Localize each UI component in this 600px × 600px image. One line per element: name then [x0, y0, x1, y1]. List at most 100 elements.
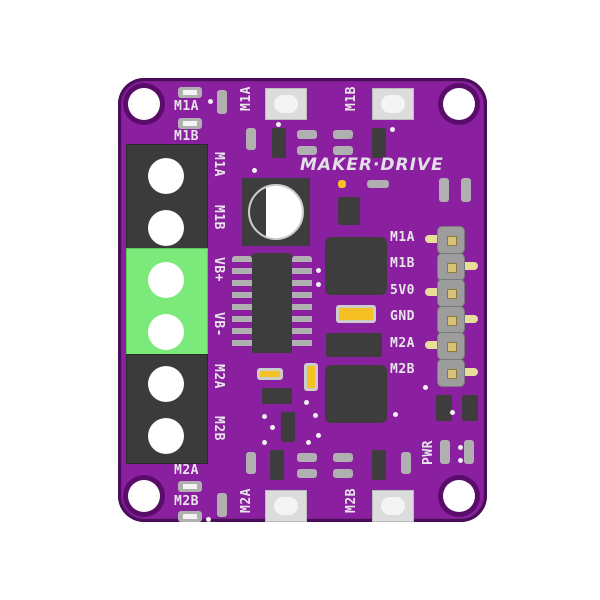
led-m1a: [178, 87, 202, 98]
capacitor: [336, 305, 376, 323]
screw-m2b[interactable]: [148, 418, 184, 454]
header-label-5v0: 5V0: [390, 283, 415, 298]
led-m2b: [178, 511, 202, 522]
resistor: [246, 128, 256, 150]
diode: [326, 333, 382, 357]
screw-vb-minus[interactable]: [148, 314, 184, 350]
header-label-m2b: M2B: [390, 362, 415, 377]
via: [316, 282, 321, 287]
led-label-m1a: M1A: [174, 99, 199, 114]
header-pin-m1a[interactable]: [437, 226, 465, 254]
terminal-label-m1a: M1A: [211, 152, 226, 177]
inductor-bottom: [325, 365, 387, 423]
header-pin-lead: [456, 315, 478, 323]
resistor: [297, 453, 317, 462]
capacitor: [304, 363, 318, 391]
button-label-m1a: M1A: [239, 86, 254, 111]
resistor: [333, 453, 353, 462]
resistor: [246, 452, 256, 474]
terminal-label-vb-minus: VB-: [211, 312, 226, 337]
screw-m1a[interactable]: [148, 158, 184, 194]
terminal-label-vb-plus: VB+: [211, 257, 226, 282]
led-label-m1b: M1B: [174, 129, 199, 144]
transistor-m2a: [270, 450, 284, 480]
via: [276, 122, 281, 127]
capacitor: [257, 368, 283, 380]
diode-pwr-2: [462, 395, 478, 421]
ic-pins-left: [232, 256, 252, 351]
via: [252, 168, 257, 173]
resistor: [217, 90, 227, 114]
led-m2a: [178, 481, 202, 492]
terminal-label-m1b: M1B: [211, 205, 226, 230]
via: [208, 99, 213, 104]
terminal-label-m2a: M2A: [211, 364, 226, 389]
button-label-m2a: M2A: [239, 488, 254, 513]
via: [262, 440, 267, 445]
mounting-hole-top-right: [443, 88, 475, 120]
via: [270, 425, 275, 430]
button-m1b[interactable]: [372, 88, 414, 120]
via: [306, 440, 311, 445]
resistor: [464, 440, 474, 464]
header-label-m1b: M1B: [390, 256, 415, 271]
header-pin-gnd[interactable]: [437, 306, 465, 334]
header-pin-m1b[interactable]: [437, 253, 465, 281]
resistor: [333, 146, 353, 155]
diode-pwr-1: [436, 395, 452, 421]
button-label-m2b: M2B: [344, 488, 359, 513]
button-m2b[interactable]: [372, 490, 414, 522]
via: [316, 433, 321, 438]
regulator-ic: [338, 197, 360, 225]
board-logo: MAKER·DRIVE: [300, 155, 444, 175]
resistor: [297, 469, 317, 478]
header-pin-m2a[interactable]: [437, 332, 465, 360]
header-label-m1a: M1A: [390, 230, 415, 245]
transistor-m1b: [372, 128, 386, 158]
header-pin-lead: [425, 235, 447, 243]
screw-terminal: [126, 144, 208, 464]
screw-m2a[interactable]: [148, 366, 184, 402]
led-indicator: [338, 180, 346, 188]
via: [262, 414, 267, 419]
led-label-m2a: M2A: [174, 463, 199, 478]
resistor: [333, 469, 353, 478]
led-label-pwr: PWR: [421, 440, 436, 465]
via: [423, 385, 428, 390]
via: [206, 517, 211, 522]
resistor: [461, 178, 471, 202]
via: [316, 268, 321, 273]
screw-m1b[interactable]: [148, 210, 184, 246]
transistor-small: [281, 412, 295, 442]
resistor: [439, 178, 449, 202]
led-label-m2b: M2B: [174, 494, 199, 509]
inductor-top: [325, 237, 387, 295]
resistor: [217, 493, 227, 517]
resistor: [297, 146, 317, 155]
electrolytic-capacitor: [242, 178, 310, 246]
ic-pins-right: [292, 256, 312, 351]
via: [458, 445, 463, 450]
resistor: [401, 452, 411, 474]
button-m1a[interactable]: [265, 88, 307, 120]
motor-driver-ic: [252, 253, 292, 353]
button-m2a[interactable]: [265, 490, 307, 522]
button-label-m1b: M1B: [344, 86, 359, 111]
resistor: [367, 180, 389, 188]
header-pin-5v0[interactable]: [437, 279, 465, 307]
header-label-gnd: GND: [390, 309, 415, 324]
via: [390, 127, 395, 132]
mounting-hole-top-left: [128, 88, 160, 120]
resistor: [297, 130, 317, 139]
header-pin-lead: [456, 262, 478, 270]
screw-vb-plus[interactable]: [148, 262, 184, 298]
header-pin-lead: [425, 288, 447, 296]
resistor: [333, 130, 353, 139]
mounting-hole-bottom-left: [128, 480, 160, 512]
transistor-m1: [272, 128, 286, 158]
transistor-m2b: [372, 450, 386, 480]
via: [313, 413, 318, 418]
header-pin-m2b[interactable]: [437, 359, 465, 387]
header-pin-lead: [456, 368, 478, 376]
header-label-m2a: M2A: [390, 336, 415, 351]
